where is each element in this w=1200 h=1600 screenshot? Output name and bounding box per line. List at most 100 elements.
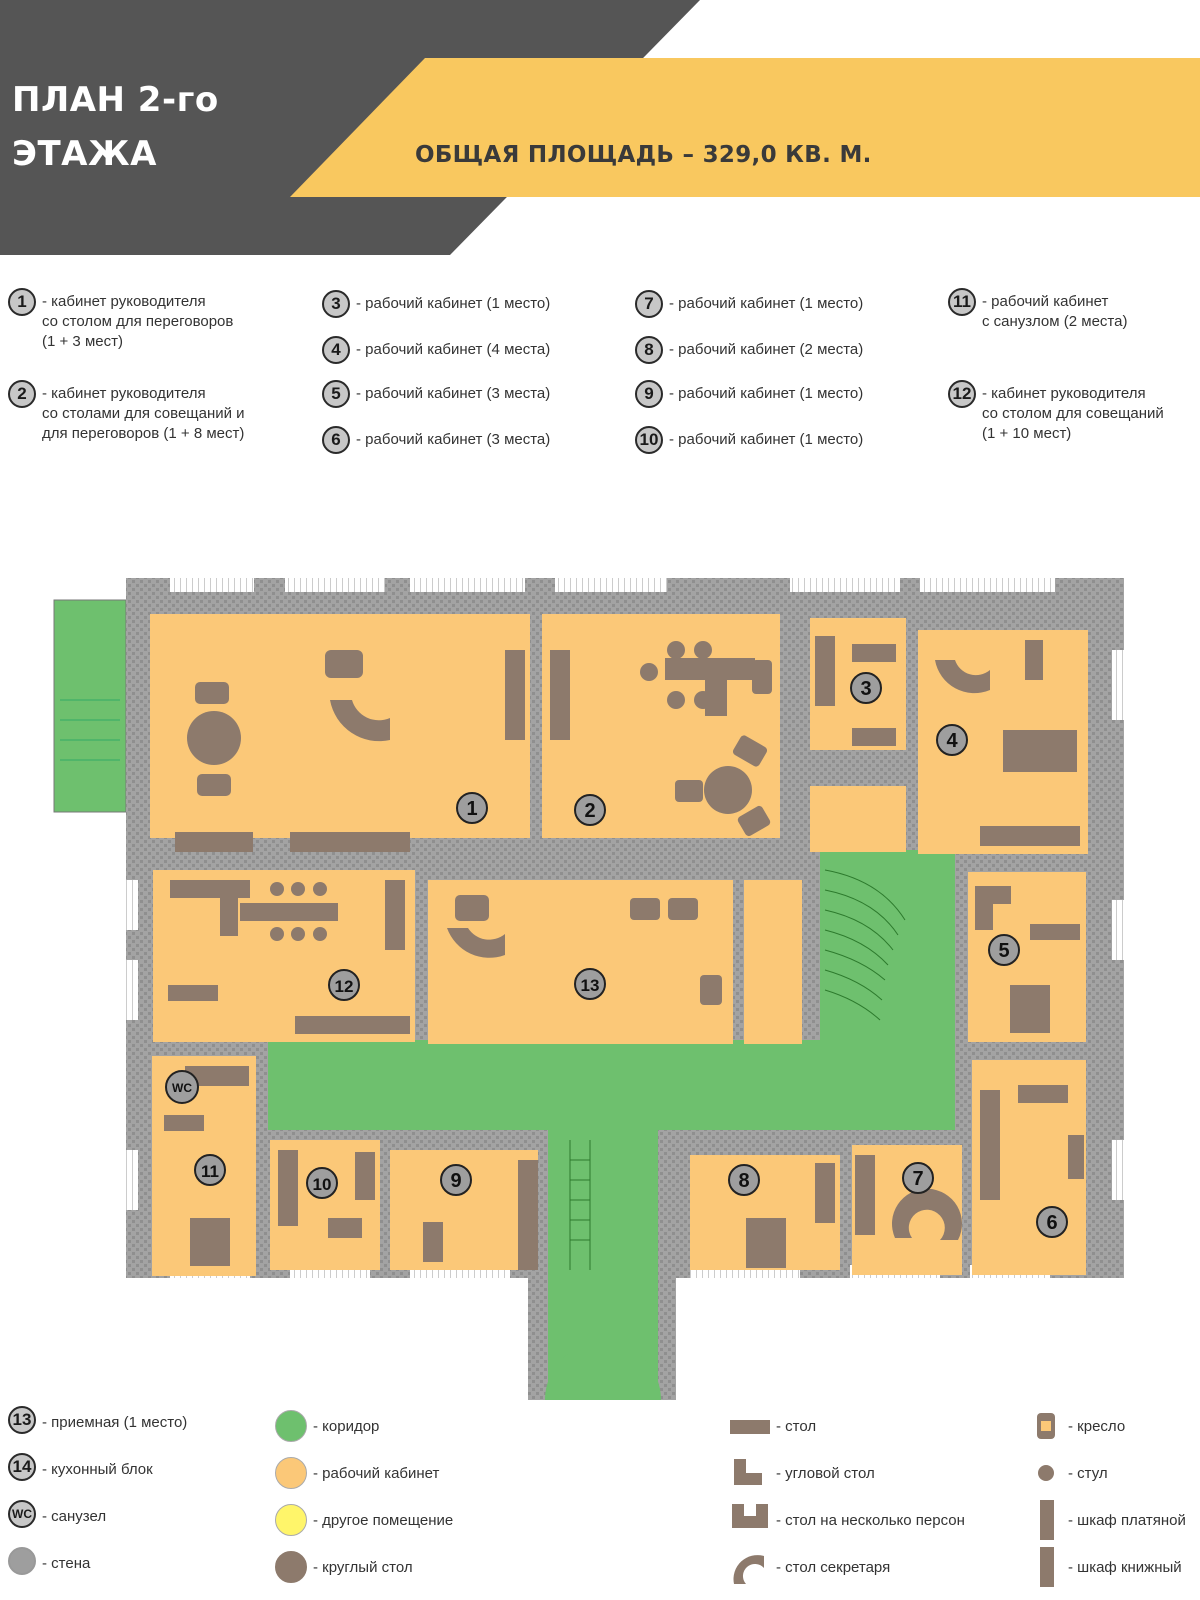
legend-text: - санузел [42, 1507, 107, 1525]
room-marker-2 [574, 794, 606, 826]
legend-item-bookcase: - шкаф книжный [1030, 1547, 1182, 1587]
room-number-badge: 2 [8, 380, 36, 408]
room-marker-label-13: 13 [581, 976, 600, 995]
legend-text: - рабочий кабинет (3 места) [356, 431, 551, 448]
corridor [268, 850, 955, 1385]
room-marker-label-6: 6 [1046, 1212, 1057, 1234]
room-marker-12 [328, 969, 360, 1001]
room-12 [153, 870, 415, 1042]
legend-item-room-4: 4 - рабочий кабинет (4 места) [322, 336, 551, 364]
legend-text: - шкаф платяной [1068, 1511, 1186, 1529]
room-marker-8 [728, 1164, 760, 1196]
wall-swatch-icon [8, 1547, 36, 1575]
legend-item-table: - стол [730, 1410, 816, 1442]
legend-text: - круглый стол [313, 1558, 413, 1576]
room-marker-label-10: 10 [313, 1175, 332, 1194]
legend-item-round-table: - круглый стол [275, 1551, 413, 1583]
legend-item-room-10: 10 - рабочий кабинет (1 место) [635, 426, 864, 454]
room-marker-4 [936, 724, 968, 756]
room-marker-1 [456, 792, 488, 824]
legend-text: - кухонный блок [42, 1460, 153, 1478]
group-table-icon [730, 1504, 770, 1536]
legend-text: - стол секретаря [776, 1558, 891, 1576]
other-room-swatch-icon [275, 1504, 307, 1536]
legend-item-wall: - стена [8, 1547, 90, 1575]
legend-text: - рабочий кабинет (1 место) [669, 385, 864, 402]
room-marker-label-1: 1 [466, 798, 477, 820]
legend-item-armchair: - кресло [1030, 1410, 1125, 1442]
legend-item-room-8: 8 - рабочий кабинет (2 места) [635, 336, 864, 364]
room-marker-11 [194, 1154, 226, 1186]
legend-text: - рабочий кабинет (1 место) [669, 431, 864, 448]
legend-text: - кабинет руководителя со столами для со… [42, 385, 245, 442]
legend-text: - рабочий кабинет (1 место) [669, 295, 864, 312]
legend-item-work-room: - рабочий кабинет [275, 1457, 439, 1489]
room-number-badge: 7 [635, 290, 663, 318]
room-corridor-closet [810, 786, 906, 852]
room-marker-label-2: 2 [584, 800, 595, 822]
room-number-badge: 12 [948, 380, 976, 408]
room-marker-label-12: 12 [335, 977, 354, 996]
legend-text: - стол [776, 1417, 817, 1435]
stairwell-west [53, 599, 127, 813]
legend-item-wardrobe: - шкаф платяной [1030, 1500, 1186, 1540]
room-marker-6 [1036, 1206, 1068, 1238]
legend-item-kitchen: 14 - кухонный блок [8, 1453, 153, 1481]
wc-badge: WC [8, 1500, 36, 1528]
room-number-badge: 13 [8, 1406, 36, 1434]
wc-badge [165, 1070, 199, 1104]
legend-item-room-7: 7 - рабочий кабинет (1 место) [635, 290, 864, 318]
legend-text: - стол на несколько персон [776, 1511, 965, 1529]
legend-item-other-room: - другое помещение [275, 1504, 453, 1536]
stairs-main [569, 869, 906, 1270]
legend-text: - кабинет руководителя со столом для сов… [982, 385, 1164, 442]
legend-item-room-9: 9 - рабочий кабинет (1 место) [635, 380, 864, 408]
corner-table-icon [730, 1457, 770, 1489]
room-marker-label-9: 9 [450, 1170, 461, 1192]
legend-item-corridor: - коридор [275, 1410, 379, 1442]
furniture [164, 636, 1084, 1270]
secretary-table-icon [730, 1551, 770, 1584]
legend-item-corner-table: - угловой стол [730, 1457, 875, 1489]
room-number-badge: 9 [635, 380, 663, 408]
room-marker-label-3: 3 [860, 678, 871, 700]
legend-text: - шкаф книжный [1068, 1558, 1182, 1576]
legend-text: - приемная (1 место) [42, 1413, 188, 1431]
room-marker-label-11: 11 [201, 1162, 219, 1181]
legend-item-room-6: 6 - рабочий кабинет (3 места) [322, 426, 551, 454]
room-swatch-icon [275, 1457, 307, 1489]
room-number-badge: 6 [322, 426, 350, 454]
legend-item-room-3: 3 - рабочий кабинет (1 место) [322, 290, 550, 318]
total-area-label: ОБЩАЯ ПЛОЩАДЬ – 329,0 КВ. М. [415, 142, 872, 168]
legend-text: - другое помещение [313, 1511, 454, 1529]
room-marker-label-8: 8 [738, 1170, 749, 1192]
room-marker-label-7: 7 [912, 1168, 923, 1190]
room-14-kitchen [744, 880, 802, 1044]
room-number-badge: 4 [322, 336, 350, 364]
legend-item-reception: 13 - приемная (1 место) [8, 1406, 188, 1434]
armchair-icon [1030, 1410, 1062, 1442]
stairs-west [60, 699, 120, 761]
room-marker-9 [440, 1164, 472, 1196]
bookcase-icon [1030, 1547, 1062, 1587]
legend-text: - рабочий кабинет (4 места) [356, 341, 551, 358]
chair-icon [1030, 1457, 1062, 1489]
room-number-badge: 14 [8, 1453, 36, 1481]
legend-text: - угловой стол [776, 1464, 875, 1482]
entrance-porch [545, 1342, 661, 1400]
legend-item-room-1: 1 - кабинет руководителя со столом для п… [8, 288, 233, 352]
room-number-badge: 8 [635, 336, 663, 364]
room-number-badge: 10 [635, 426, 663, 454]
yellow-banner-shape [290, 58, 1200, 197]
legend-text: - рабочий кабинет (2 места) [669, 341, 864, 358]
legend-item-room-11: 11 - рабочий кабинет с санузлом (2 места… [948, 288, 1127, 332]
room-number-badge: 3 [322, 290, 350, 318]
room-marker-3 [850, 672, 882, 704]
page-title-line1: ПЛАН 2-го [12, 80, 219, 120]
room-marker-10 [306, 1167, 338, 1199]
room-number-badge: 11 [948, 288, 976, 316]
legend-text: - коридор [313, 1417, 380, 1435]
corridor-swatch-icon [275, 1410, 307, 1442]
room-marker-label-4: 4 [946, 730, 958, 752]
table-icon [730, 1410, 770, 1442]
